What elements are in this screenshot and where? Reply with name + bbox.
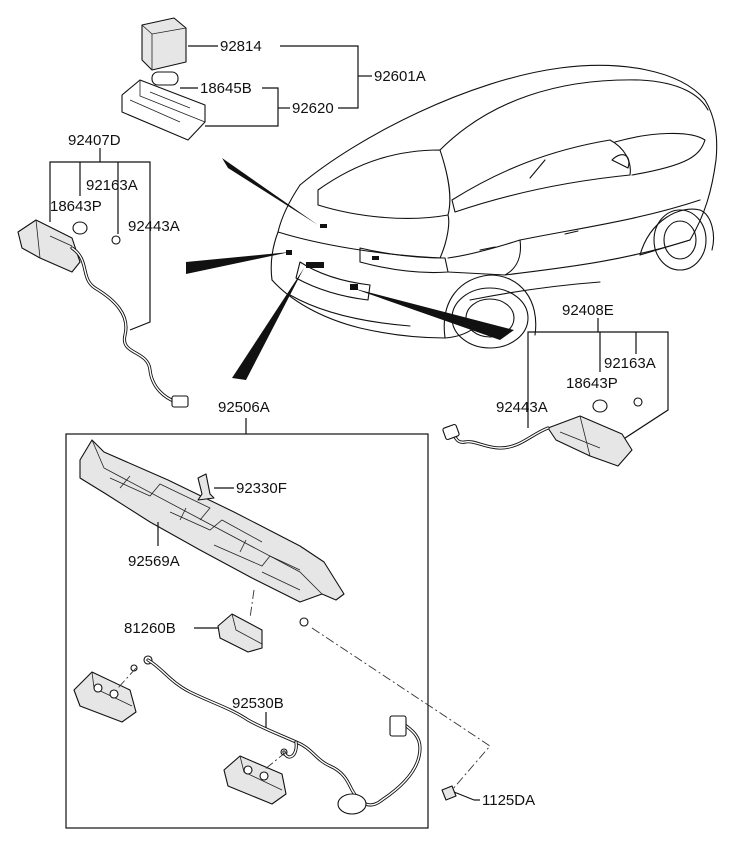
label-92330F: 92330F [236,480,287,497]
label-1125DA: 1125DA [482,792,535,809]
label-92601A: 92601A [374,68,426,85]
label-92163A-left: 92163A [86,177,138,194]
label-92569A: 92569A [128,553,180,570]
label-92407D: 92407D [68,132,121,149]
trunk-lamp-assembly [121,17,372,141]
label-18645B: 18645B [200,80,252,97]
label-92408E: 92408E [562,302,614,319]
left-trunk-lamp-assembly [17,148,189,408]
vehicle-rear-view [270,64,718,349]
label-92443A-left: 92443A [128,218,180,235]
assembly-box [65,433,429,829]
pointer-arrows [186,158,514,380]
label-92814: 92814 [220,38,262,55]
label-92506A: 92506A [218,399,270,416]
label-18643P-right: 18643P [566,375,618,392]
label-92163A-right: 92163A [604,355,656,372]
license-lamp-assembly [73,439,491,815]
label-18643P-left: 18643P [50,198,102,215]
label-92443A-right: 92443A [496,399,548,416]
right-trunk-lamp-assembly [442,318,669,467]
label-92530B: 92530B [232,695,284,712]
label-81260B: 81260B [124,620,176,637]
label-92620: 92620 [292,100,334,117]
